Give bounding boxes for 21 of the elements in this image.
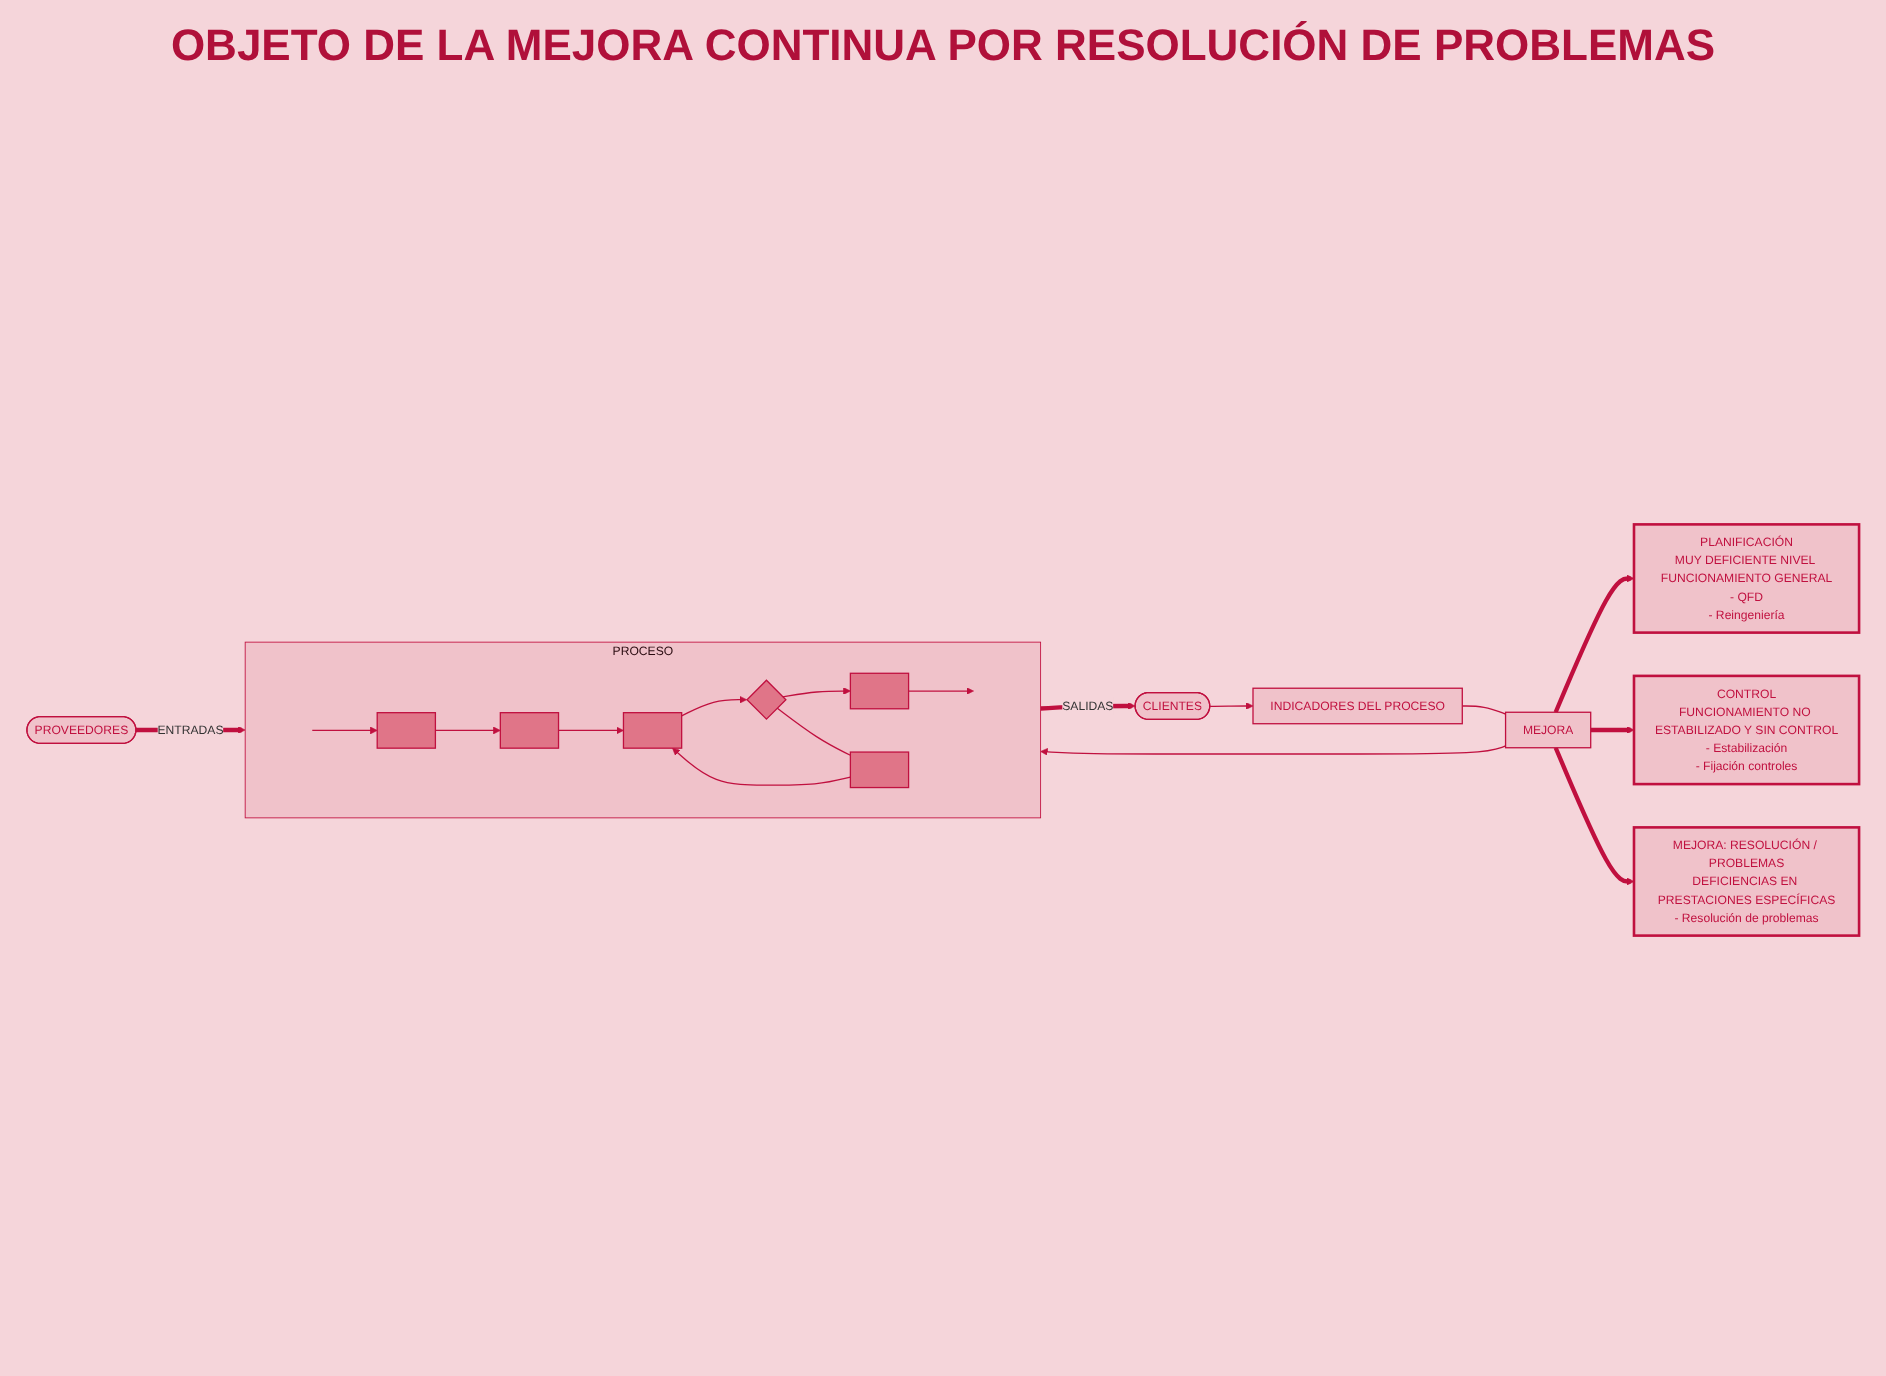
node-box <box>849 751 910 789</box>
arrow <box>782 687 851 698</box>
arrow <box>1040 745 1507 756</box>
arrow <box>1553 574 1635 714</box>
arrow <box>1590 726 1635 734</box>
arrow <box>1553 746 1635 886</box>
arrow <box>1209 702 1254 710</box>
connector <box>1461 705 1507 715</box>
arrow <box>311 726 378 735</box>
arrow <box>681 695 747 717</box>
node-box <box>849 672 910 710</box>
arrow <box>434 726 501 735</box>
diagram-title: OBJETO DE LA MEJORA CONTINUA POR RESOLUCIÓN DE PROBLEMAS <box>168 20 1718 72</box>
arrow <box>672 747 852 786</box>
node-box <box>376 712 437 749</box>
arrow <box>557 726 624 735</box>
connector <box>776 707 852 756</box>
arrow <box>907 687 974 695</box>
node-box <box>499 712 560 749</box>
node-box <box>622 712 683 749</box>
node-diamond <box>746 679 787 721</box>
